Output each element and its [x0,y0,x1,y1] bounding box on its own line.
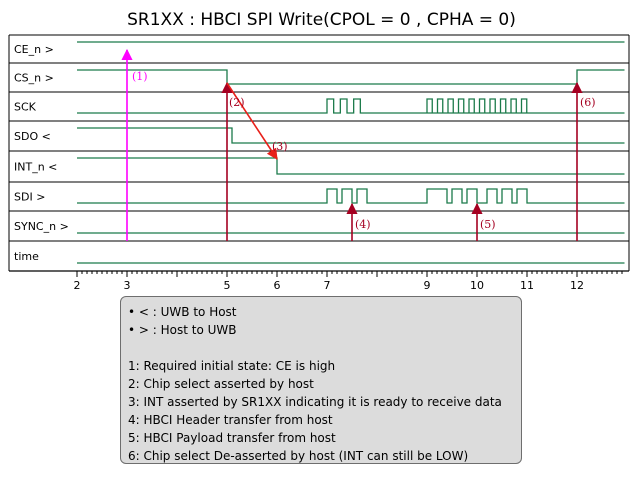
signal-label: SDI > [14,191,45,204]
sdo-waveform [77,127,625,144]
signal-label: INT_n < [14,161,57,174]
time-tick-label: 7 [324,279,331,292]
sdi-waveform [77,188,625,204]
legend-bullet-host-to-uwb: • > : Host to UWB [128,323,237,337]
legend-note: 5: HBCI Payload transfer from host [128,431,336,445]
signal-label: SCK [14,101,37,114]
cs-n-waveform [77,69,625,85]
marker-label: (1) [132,70,148,83]
int-n-waveform [77,157,625,175]
marker-label: (3) [272,140,288,153]
time-tick-label: 5 [224,279,231,292]
time-tick-label: 9 [424,279,431,292]
marker-label: (5) [480,218,496,231]
signal-label: SYNC_n > [14,220,69,233]
legend-note: 2: Chip select asserted by host [128,377,314,391]
signal-label: CS_n > [14,72,54,85]
legend-note: 3: INT asserted by SR1XX indicating it i… [128,395,502,409]
time-tick-label: 12 [570,279,584,292]
signal-label: CE_n > [14,43,54,56]
legend-note: 6: Chip select De-asserted by host (INT … [128,449,469,463]
legend-bullet-uwb-to-host: • < : UWB to Host [128,305,237,319]
signal-label: SDO < [14,130,51,143]
legend-note: 4: HBCI Header transfer from host [128,413,333,427]
marker-label: (6) [580,96,596,109]
time-tick-label: 6 [274,279,281,292]
marker-label: (2) [229,96,245,109]
sck-waveform [77,98,625,114]
time-tick-label: 3 [124,279,131,292]
legend-box: • < : UWB to Host • > : Host to UWB 1: R… [120,296,522,464]
legend-note: 1: Required initial state: CE is high [128,359,336,373]
sck-burst-waveform [426,98,528,113]
time-tick-label: 2 [74,279,81,292]
diagram-title: SR1XX : HBCI SPI Write(CPOL = 0 , CPHA =… [127,10,516,30]
signal-label: time [14,250,39,263]
marker-label: (4) [355,218,371,231]
time-tick-label: 11 [520,279,534,292]
time-tick-label: 10 [470,279,484,292]
cause-arrow [226,82,278,160]
